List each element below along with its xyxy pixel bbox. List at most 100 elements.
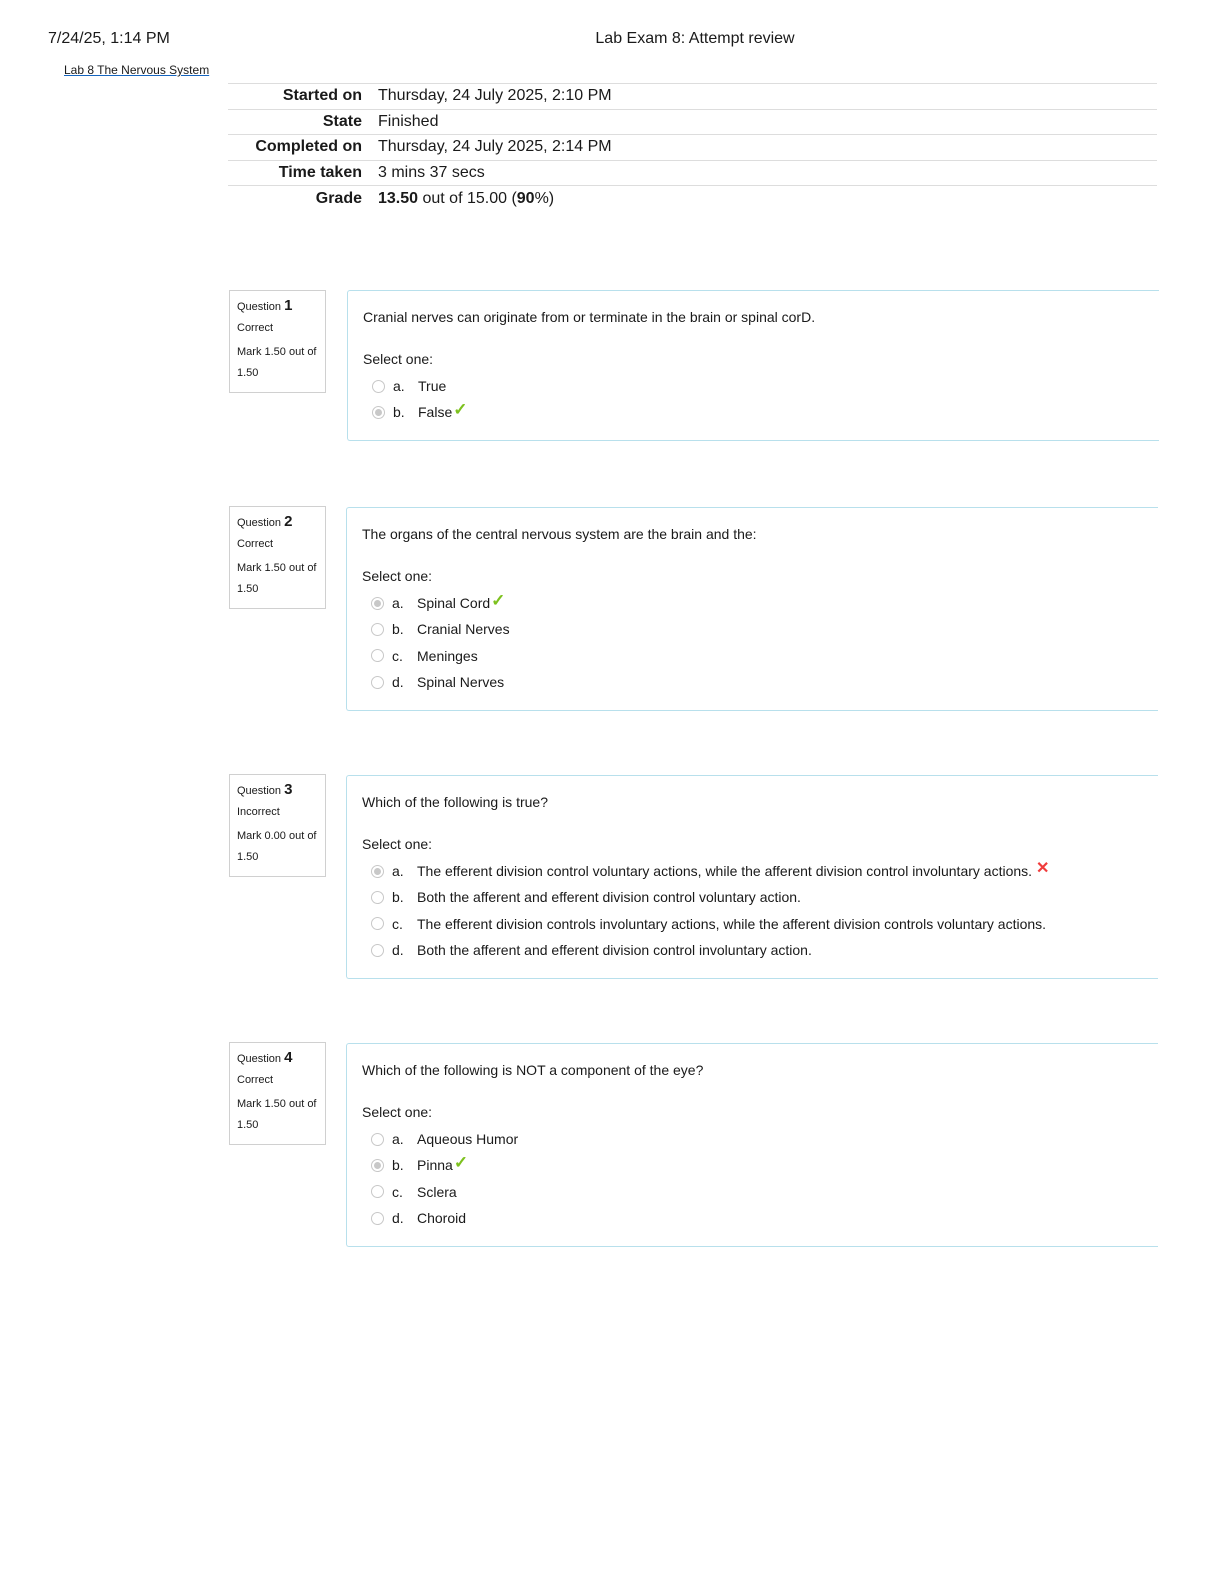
summary-row-time: Time taken 3 mins 37 secs [228, 159, 1157, 186]
question-mark: Mark 0.00 out of 1.50 [237, 830, 317, 863]
attempt-summary-table: Started on Thursday, 24 July 2025, 2:10 … [228, 83, 1157, 212]
question-content: The organs of the central nervous system… [346, 507, 1158, 711]
check-icon: ✓ [453, 1153, 469, 1173]
summary-value: 13.50 out of 15.00 (90%) [378, 185, 1157, 212]
radio-button[interactable] [371, 890, 384, 904]
answer-option[interactable]: d. Choroid [362, 1205, 1143, 1231]
radio-button-selected[interactable] [371, 1158, 384, 1172]
question-mark: Mark 1.50 out of 1.50 [237, 562, 317, 595]
grade-text-end: %) [534, 190, 555, 208]
answer-text: True [418, 378, 447, 395]
answer-text: Sclera [417, 1183, 457, 1200]
answer-option[interactable]: a. Aqueous Humor [362, 1126, 1143, 1152]
page-title: Lab Exam 8: Attempt review [595, 30, 795, 47]
answer-text: Aqueous Humor [417, 1131, 519, 1148]
question-number: Question 2 [237, 513, 318, 532]
answer-text: Cranial Nerves [417, 621, 510, 638]
answer-text: Spinal Nerves [417, 674, 505, 691]
answer-option[interactable]: d. Both the afferent and efferent divisi… [362, 937, 1143, 963]
answer-option[interactable]: d. Spinal Nerves [362, 669, 1143, 695]
answer-letter: b. [392, 1157, 404, 1174]
question-text: Which of the following is true? [362, 794, 548, 810]
question-number: Question 4 [237, 1049, 318, 1068]
question-label: Question [237, 517, 282, 529]
answer-letter: d. [392, 674, 404, 691]
answer-option[interactable]: a. The efferent division control volunta… [362, 858, 1143, 884]
answer-text: Choroid [417, 1210, 467, 1227]
summary-label: State [228, 108, 378, 135]
summary-value: Thursday, 24 July 2025, 2:10 PM [378, 83, 1157, 110]
answer-list: a. True b. False ✓ [363, 373, 1144, 426]
select-prompt: Select one: [362, 568, 433, 584]
answer-letter: c. [392, 915, 403, 932]
question-state: Correct [237, 322, 274, 334]
question-info: Question 1 Correct Mark 1.50 out of 1.50 [229, 290, 326, 393]
answer-text: False [418, 404, 453, 421]
question-mark: Mark 1.50 out of 1.50 [237, 1098, 317, 1131]
question-info: Question 3 Incorrect Mark 0.00 out of 1.… [229, 774, 326, 877]
answer-option[interactable]: b. False ✓ [363, 399, 1144, 425]
answer-option[interactable]: b. Pinna ✓ [362, 1152, 1143, 1178]
answer-option[interactable]: c. The efferent division controls involu… [362, 911, 1143, 937]
answer-option[interactable]: c. Meninges [362, 643, 1143, 669]
question-state: Correct [237, 1074, 274, 1086]
question-text: The organs of the central nervous system… [362, 526, 757, 542]
answer-text: Meninges [417, 647, 478, 664]
answer-text: The efferent division control voluntary … [417, 863, 1033, 880]
radio-button[interactable] [371, 1185, 384, 1199]
summary-row-completed: Completed on Thursday, 24 July 2025, 2:1… [228, 134, 1157, 161]
radio-button-selected[interactable] [371, 864, 384, 878]
question-label: Question [237, 1053, 282, 1065]
answer-option[interactable]: b. Cranial Nerves [362, 616, 1143, 642]
summary-value: Thursday, 24 July 2025, 2:14 PM [378, 134, 1157, 161]
question-state: Correct [237, 538, 274, 550]
radio-button[interactable] [371, 649, 384, 663]
question-number: Question 3 [237, 781, 318, 800]
radio-button-selected[interactable] [371, 596, 384, 610]
answer-text: Spinal Cord [417, 595, 491, 612]
check-icon: ✓ [453, 400, 468, 420]
answer-letter: c. [392, 1183, 403, 1200]
summary-row-started: Started on Thursday, 24 July 2025, 2:10 … [228, 83, 1157, 110]
answer-option[interactable]: a. True [363, 373, 1144, 399]
answer-letter: a. [393, 378, 405, 395]
question-info: Question 4 Correct Mark 1.50 out of 1.50 [229, 1042, 326, 1145]
radio-button[interactable] [372, 379, 385, 393]
summary-row-grade: Grade 13.50 out of 15.00 (90%) [228, 185, 1157, 212]
summary-label: Time taken [228, 159, 378, 186]
answer-list: a. Aqueous Humor b. Pinna ✓ c. Sclera d.… [362, 1126, 1143, 1231]
question-number-value: 4 [284, 1049, 293, 1066]
answer-text: Both the afferent and efferent division … [417, 942, 812, 959]
question-number: Question 1 [237, 297, 318, 316]
answer-list: a. The efferent division control volunta… [362, 858, 1143, 963]
summary-label: Grade [228, 185, 378, 212]
answer-letter: a. [392, 1131, 404, 1148]
answer-option[interactable]: b. Both the afferent and efferent divisi… [362, 884, 1143, 910]
breadcrumb-link[interactable]: Lab 8 The Nervous System [64, 63, 210, 77]
summary-value: 3 mins 37 secs [378, 159, 1157, 186]
radio-button[interactable] [371, 675, 384, 689]
question-state: Incorrect [237, 806, 280, 818]
grade-percent: 90 [516, 190, 535, 208]
question-number-value: 1 [284, 297, 293, 314]
radio-button-selected[interactable] [372, 405, 385, 419]
answer-option[interactable]: c. Sclera [362, 1179, 1143, 1205]
radio-button[interactable] [371, 1132, 384, 1146]
cross-icon: ✕ [1036, 860, 1050, 878]
radio-button[interactable] [371, 943, 384, 957]
answer-letter: b. [392, 621, 404, 638]
answer-option[interactable]: a. Spinal Cord ✓ [362, 590, 1143, 616]
answer-letter: a. [392, 863, 404, 880]
check-icon: ✓ [491, 591, 506, 611]
summary-row-state: State Finished [228, 108, 1157, 135]
grade-text: out of 15.00 ( [418, 190, 517, 208]
question-content: Cranial nerves can originate from or ter… [347, 290, 1159, 441]
radio-button[interactable] [371, 1211, 384, 1225]
question-text: Which of the following is NOT a componen… [362, 1062, 704, 1078]
radio-button[interactable] [371, 917, 384, 931]
answer-text: Both the afferent and efferent division … [417, 889, 801, 906]
answer-list: a. Spinal Cord ✓ b. Cranial Nerves c. Me… [362, 590, 1143, 695]
select-prompt: Select one: [363, 351, 434, 367]
radio-button[interactable] [371, 622, 384, 636]
question-number-value: 2 [284, 513, 293, 530]
